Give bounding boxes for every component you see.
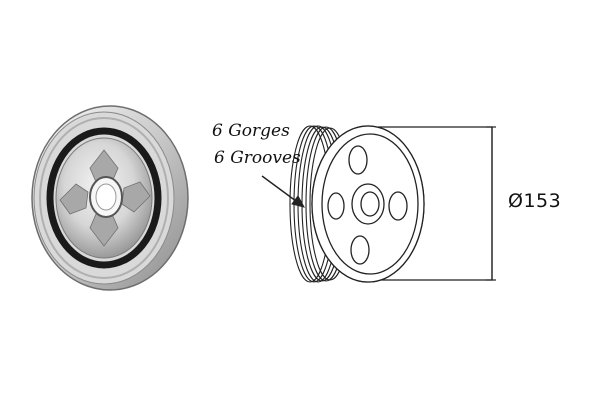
pulley-photo <box>31 105 189 291</box>
diameter-dimension: Ø153 <box>508 190 561 212</box>
pulley-line-drawing <box>261 125 496 283</box>
rubber-damper-ring <box>46 127 162 269</box>
pulley-groove-ring <box>39 117 169 279</box>
hub-inner <box>360 191 380 217</box>
arrow-pointer-icon <box>261 175 305 208</box>
label-gorges: 6 Gorges <box>212 121 290 141</box>
bolt-hole-left <box>327 192 345 220</box>
hub-outer <box>351 183 385 225</box>
label-grooves: 6 Grooves <box>214 148 301 168</box>
pulley-inner-ring <box>321 133 419 275</box>
bolt-hole-right <box>388 191 408 221</box>
bolt-hole-bottom <box>350 235 370 265</box>
center-bore-inner <box>95 183 117 211</box>
dimension-line <box>486 126 496 281</box>
bolt-hole-top <box>348 145 368 175</box>
